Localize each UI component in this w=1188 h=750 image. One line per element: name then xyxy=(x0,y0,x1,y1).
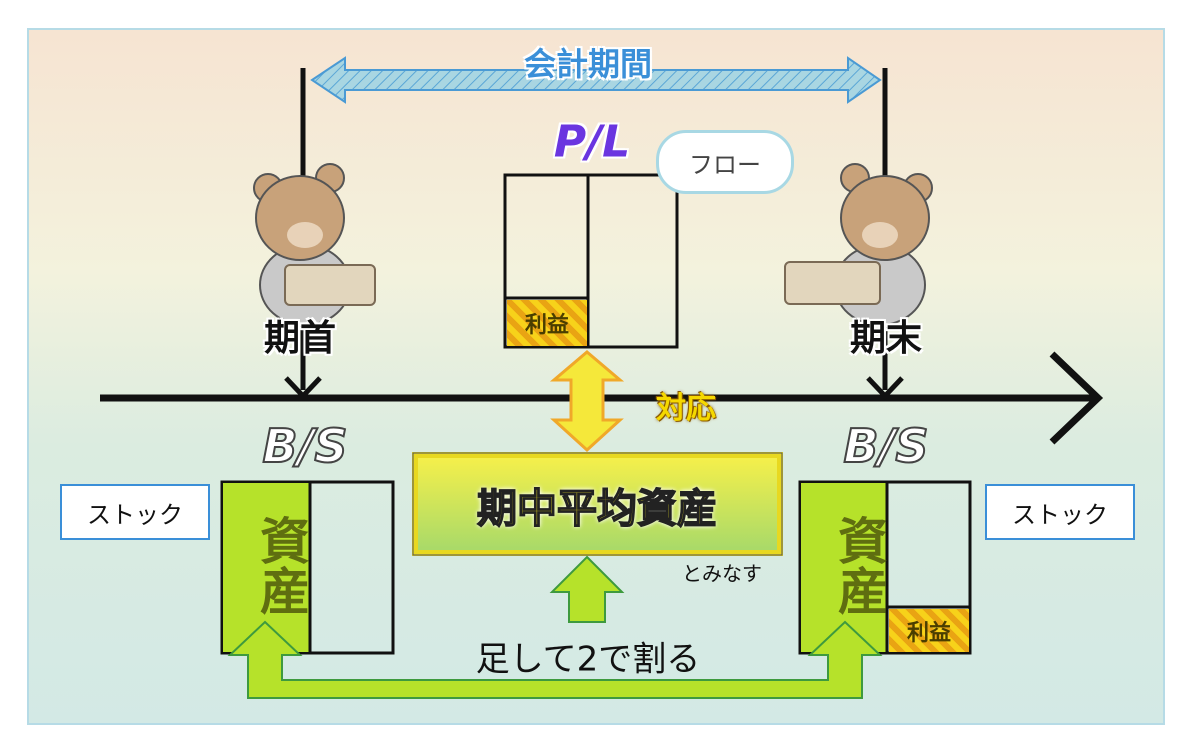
flow-bubble: フロー xyxy=(656,130,794,194)
end-stock-label: ストック xyxy=(985,484,1135,540)
correspond-double-arrow xyxy=(549,350,625,453)
start-bs-box xyxy=(220,480,395,655)
up-arrow xyxy=(549,555,625,623)
start-down-arrow xyxy=(284,376,322,400)
end-profit-cell: 利益 xyxy=(889,609,969,652)
start-stock-label: ストック xyxy=(60,484,210,540)
deem-note: とみなす xyxy=(682,561,762,586)
end-bs-box xyxy=(798,480,972,655)
pl-label: P/L xyxy=(553,116,631,168)
sum-u-arrow xyxy=(227,620,883,699)
correspond-label: 対応 xyxy=(656,391,716,426)
end-down-arrow xyxy=(866,376,904,400)
start-label: 期首 xyxy=(263,318,337,359)
start-asset-label: 資産 xyxy=(252,515,310,615)
average-asset-label: 期中平均資産 xyxy=(476,485,718,533)
average-asset-box xyxy=(412,452,783,556)
end-bs-label: B/S xyxy=(843,418,930,474)
pl-profit-cell: 利益 xyxy=(507,300,587,346)
bear-start-icon xyxy=(253,163,376,326)
pl-box xyxy=(503,173,679,349)
timeline-arrowhead xyxy=(1049,351,1104,445)
accounting-period-title: 会計期間 xyxy=(523,45,653,83)
bear-end-icon xyxy=(784,163,933,326)
period-double-arrow xyxy=(310,56,882,104)
end-label: 期末 xyxy=(849,318,923,359)
end-asset-label: 資産 xyxy=(830,515,888,615)
flow-label: フロー xyxy=(689,150,761,179)
start-bs-label: B/S xyxy=(262,418,349,474)
sum-divide-label: 足して2で割る xyxy=(475,639,701,680)
